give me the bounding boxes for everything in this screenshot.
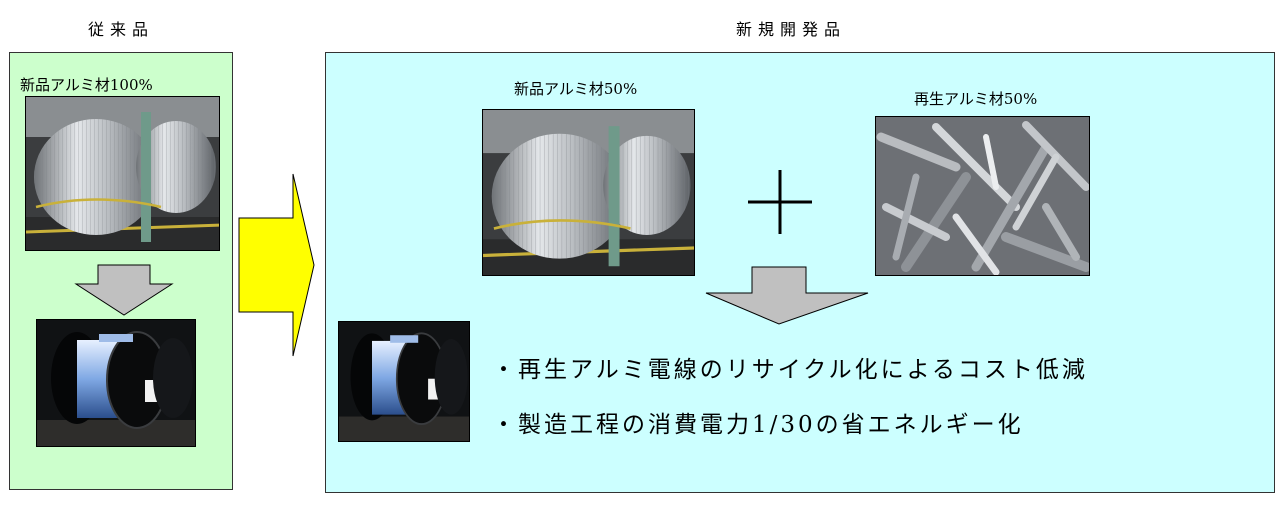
conventional-down-arrow	[74, 264, 174, 316]
recycled-aluminum-scrap-photo	[875, 116, 1090, 276]
conventional-heading: 従来品	[88, 20, 155, 39]
new-product-down-arrow	[705, 266, 869, 325]
benefit-bullet-cost: ・再生アルミ電線のリサイクル化によるコスト低減	[492, 357, 1088, 383]
transition-arrow	[238, 173, 315, 357]
new-aluminum-coil-photo	[482, 109, 695, 276]
conventional-material-label: 新品アルミ材100%	[20, 76, 153, 94]
benefit-bullet-energy: ・製造工程の消費電力1/30の省エネルギー化	[492, 412, 1024, 438]
cable-spool-photo	[36, 319, 196, 447]
new-cable-spool-photo	[338, 321, 470, 442]
plus-icon	[748, 170, 812, 234]
recycled-material-label: 再生アルミ材50%	[914, 90, 1038, 108]
new-material-label: 新品アルミ材50%	[514, 80, 638, 98]
aluminum-coil-photo	[25, 96, 220, 251]
new-product-heading: 新規開発品	[736, 20, 847, 39]
